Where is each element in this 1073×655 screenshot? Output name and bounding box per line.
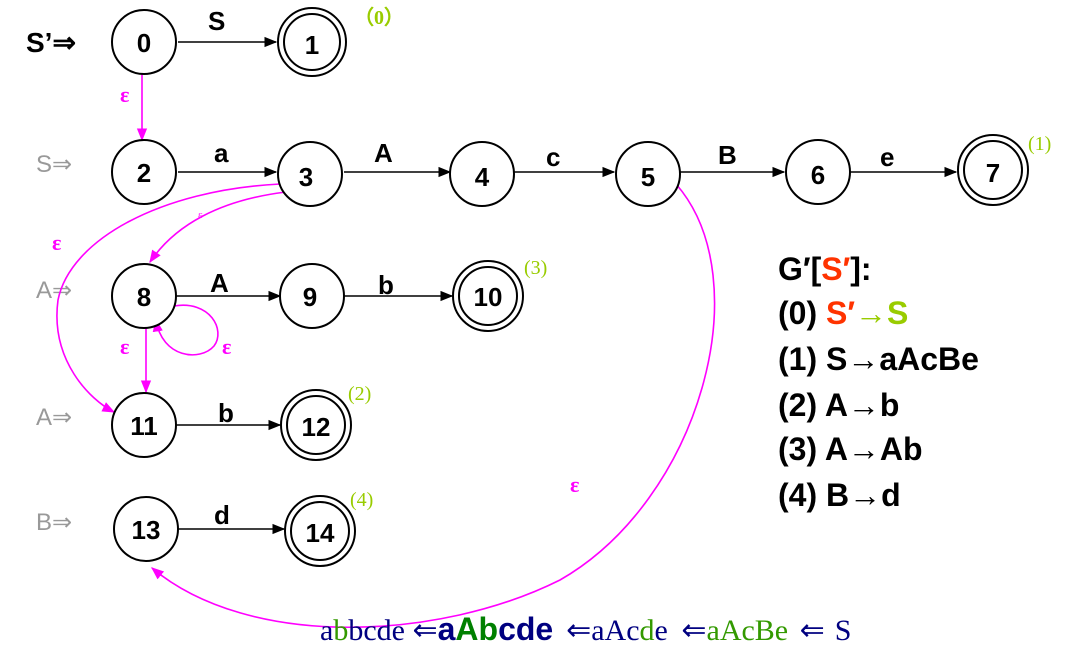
svg-text:0: 0: [137, 28, 151, 58]
svg-text:7: 7: [986, 158, 1000, 188]
edge-label-4-5: c: [546, 142, 560, 172]
svg-text:14: 14: [306, 518, 335, 548]
prod-tag-1: (1): [1028, 133, 1051, 155]
state-5: 5: [615, 141, 681, 207]
edge-label-3-4: A: [374, 138, 393, 168]
grammar-p2: (2) A→b: [778, 387, 899, 423]
grammar-p4: (4) B→d: [778, 477, 901, 513]
prod-tag-3: (3): [524, 257, 547, 279]
prod-tag-2: (2): [348, 383, 371, 405]
svg-text:2: 2: [137, 158, 151, 188]
eps-edge-8-loop: [152, 304, 219, 356]
svg-text:1: 1: [305, 30, 319, 60]
row-label-a1: A⇒: [36, 277, 72, 304]
eps-edge-3-11: [56, 183, 281, 413]
grammar-title: G′[S′]:: [778, 251, 872, 287]
eps-label-3-8: ε: [198, 209, 203, 221]
svg-text:5: 5: [641, 162, 655, 192]
state-13: 13: [113, 496, 179, 562]
row-label-a2: A⇒: [36, 404, 72, 431]
state-4: 4: [449, 141, 515, 207]
state-6: 6: [785, 139, 851, 205]
svg-text:13: 13: [132, 515, 161, 545]
state-1: 1: [277, 7, 347, 77]
prod-tag-4: (4): [350, 489, 373, 511]
grammar-block: G′[S′]: (0) S′→S (1) S→aAcBe (2) A→b (3)…: [778, 251, 979, 513]
svg-text:3: 3: [299, 162, 313, 192]
prod-tag-0: （0）: [354, 6, 404, 29]
edge-label-8-9: A: [210, 268, 229, 298]
eps-label-8-11: ε: [120, 334, 129, 359]
grammar-p3: (3) A→Ab: [778, 431, 923, 467]
state-2: 2: [111, 139, 177, 205]
state-8: 8: [111, 263, 177, 329]
state-14: 14: [284, 495, 356, 567]
edge-label-13-14: d: [214, 500, 230, 530]
edge-label-6-7: e: [880, 142, 894, 172]
grammar-p0: (0) S′→S: [778, 295, 908, 331]
eps-label-3-11: ε: [52, 230, 61, 255]
eps-edge-5-13: [151, 183, 716, 629]
state-12: 12: [280, 389, 352, 461]
svg-text:10: 10: [474, 282, 503, 312]
svg-text:9: 9: [303, 282, 317, 312]
svg-text:8: 8: [137, 282, 151, 312]
eps-label-5-13: ε: [570, 472, 579, 497]
state-9: 9: [279, 263, 345, 329]
svg-text:12: 12: [302, 412, 331, 442]
eps-label-0-2: ε: [120, 82, 129, 107]
state-7: 7: [957, 134, 1029, 206]
edge-label-0-1: S: [208, 6, 225, 36]
state-10: 10: [452, 260, 524, 332]
grammar-p1: (1) S→aAcBe: [778, 341, 979, 377]
row-label-s: S⇒: [36, 151, 72, 178]
edge-label-5-6: B: [718, 140, 737, 170]
state-3: 3: [277, 141, 343, 207]
edge-label-2-3: a: [214, 138, 229, 168]
eps-edge-3-8: [149, 191, 287, 264]
edge-label-9-10: b: [378, 270, 394, 300]
row-label-b: B⇒: [36, 509, 72, 536]
derivation-line: abbcde ⇐aAbcde ⇐aAcde ⇐aAcBe ⇐S: [320, 611, 851, 647]
eps-label-8-loop: ε: [222, 334, 231, 359]
row-label-s-prime: S’⇒: [26, 27, 76, 58]
edge-label-11-12: b: [218, 398, 234, 428]
svg-text:4: 4: [475, 162, 490, 192]
state-11: 11: [111, 392, 177, 458]
svg-text:11: 11: [130, 411, 158, 441]
svg-text:6: 6: [811, 160, 825, 190]
state-0: 0: [111, 9, 177, 75]
